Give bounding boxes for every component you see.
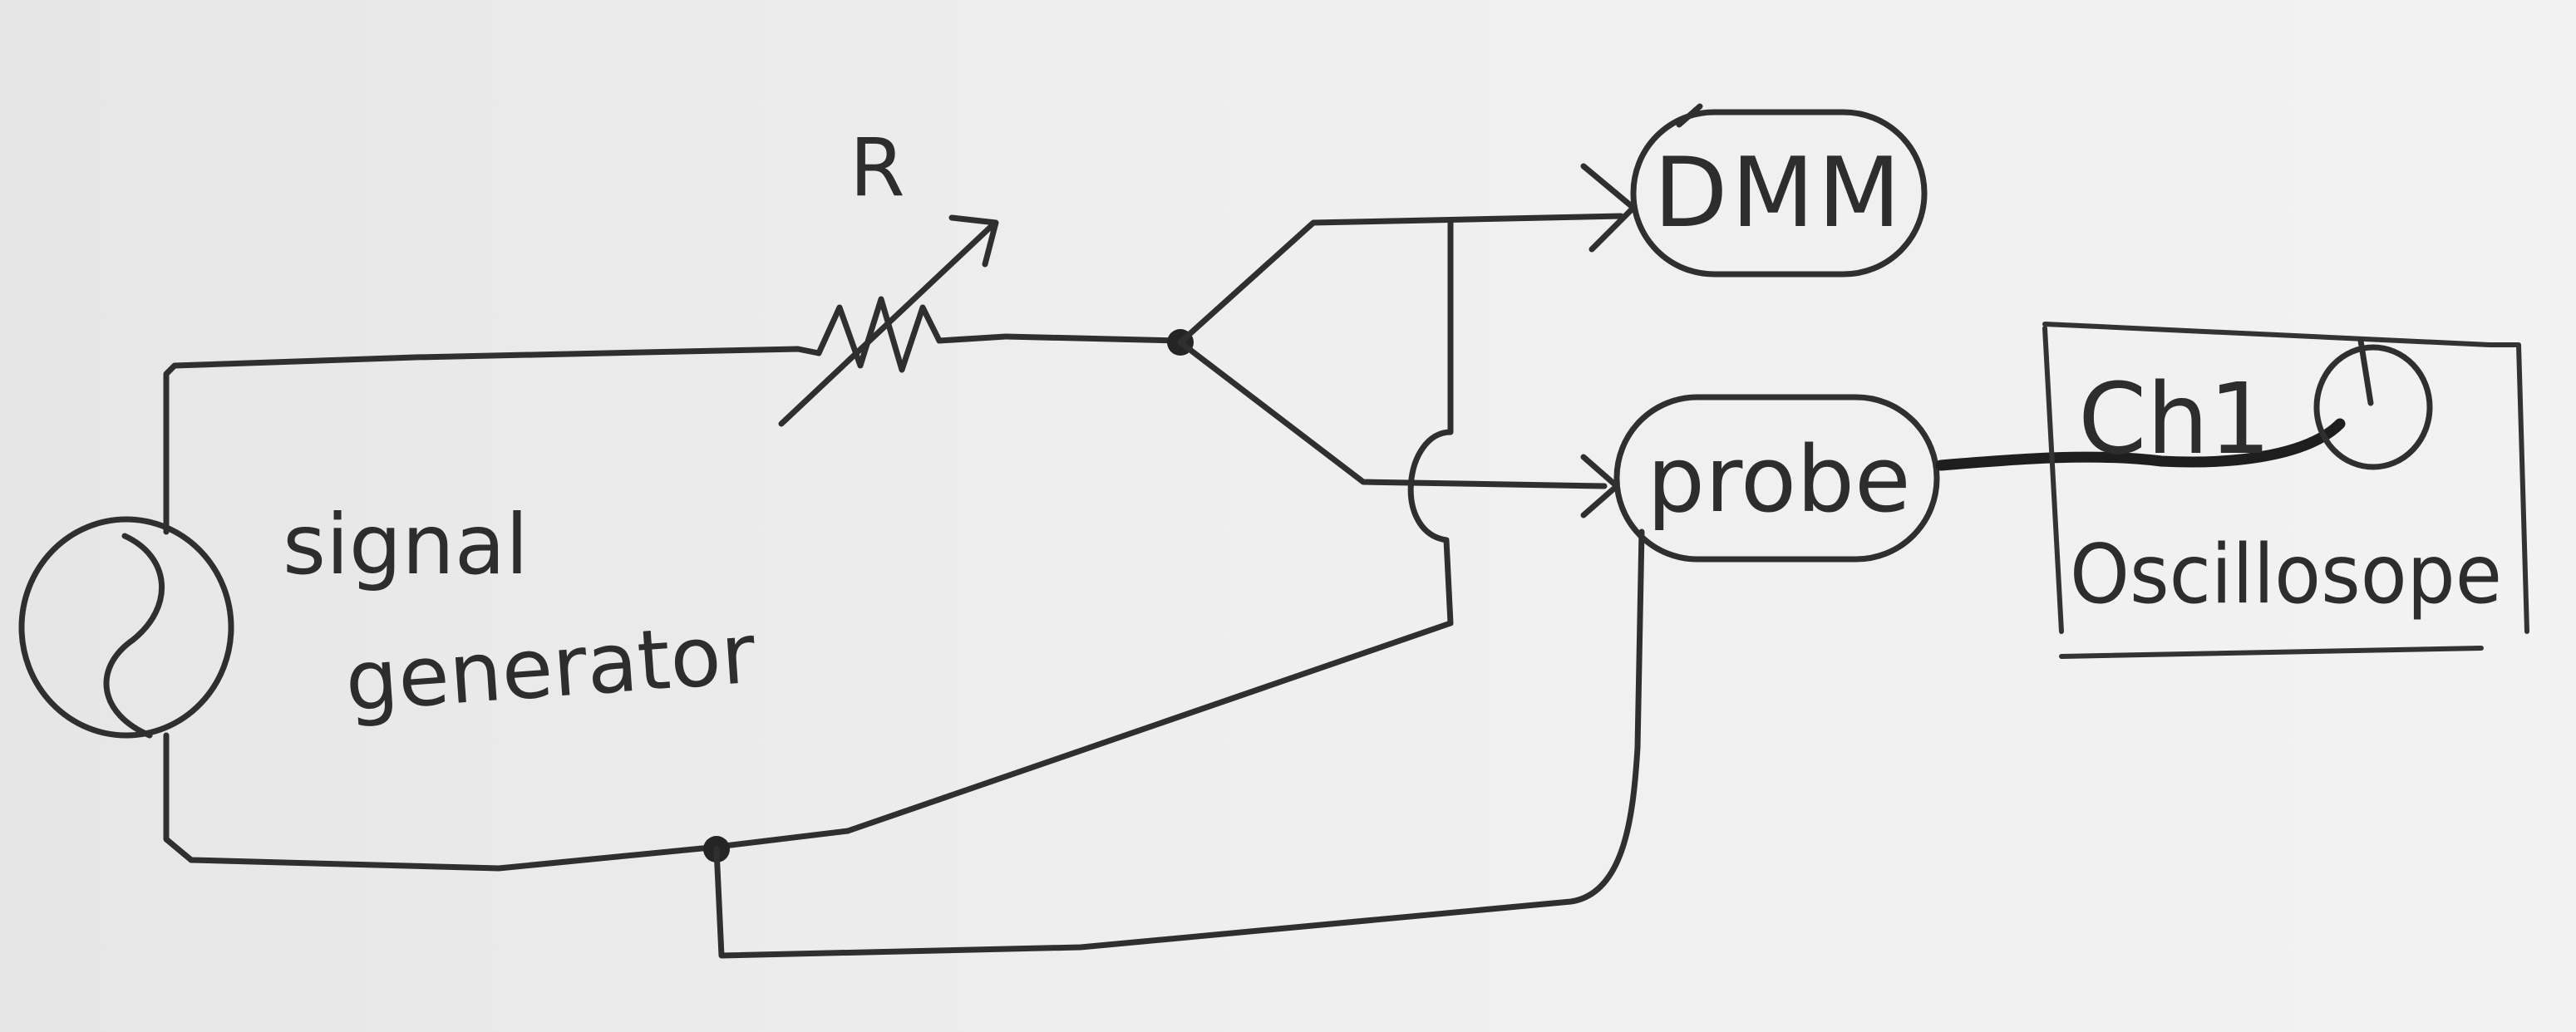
- probe-label: probe: [1647, 426, 1910, 533]
- sine-wave-icon: [103, 533, 165, 739]
- wire-ground-segment: [707, 828, 851, 851]
- dmm-outline-tick: [1676, 103, 1703, 128]
- channel-connector: [2313, 344, 2433, 470]
- resistor-adjust-arrow: [778, 221, 997, 427]
- probe: probe: [1613, 394, 1940, 563]
- oscilloscope-label: Oscillosope: [2070, 528, 2502, 622]
- channel-label: Ch1: [2078, 361, 2271, 476]
- generator-label-line1: signal: [283, 496, 529, 593]
- oscilloscope: Ch1 Oscillosope: [2042, 322, 2529, 659]
- wire-generator-top: [163, 346, 822, 535]
- wire-to-dmm: [1177, 213, 1624, 346]
- probe-outline: [1613, 394, 1940, 563]
- resistor-label: R: [850, 121, 905, 214]
- variable-resistor: [778, 214, 1009, 427]
- dmm-outline: [1630, 109, 1928, 278]
- wire-resistor-junction: [1002, 333, 1184, 344]
- wire-dmm-return: [845, 217, 1454, 834]
- dmm-meter: DMM: [1630, 103, 1928, 278]
- wire-to-probe: [1177, 339, 1608, 489]
- wire-generator-bottom: [163, 732, 714, 872]
- resistor-zigzag: [815, 296, 1009, 373]
- channel-connector-pin: [2357, 337, 2374, 406]
- wire-probe-ground: [713, 528, 1645, 959]
- signal-generator-circle: [18, 516, 234, 739]
- resistor-arrowhead: [948, 214, 999, 268]
- oscilloscope-frame: [2042, 322, 2529, 659]
- signal-generator-symbol: [18, 516, 234, 739]
- probe-cable: [1935, 418, 2346, 471]
- dmm-label: DMM: [1653, 137, 1904, 249]
